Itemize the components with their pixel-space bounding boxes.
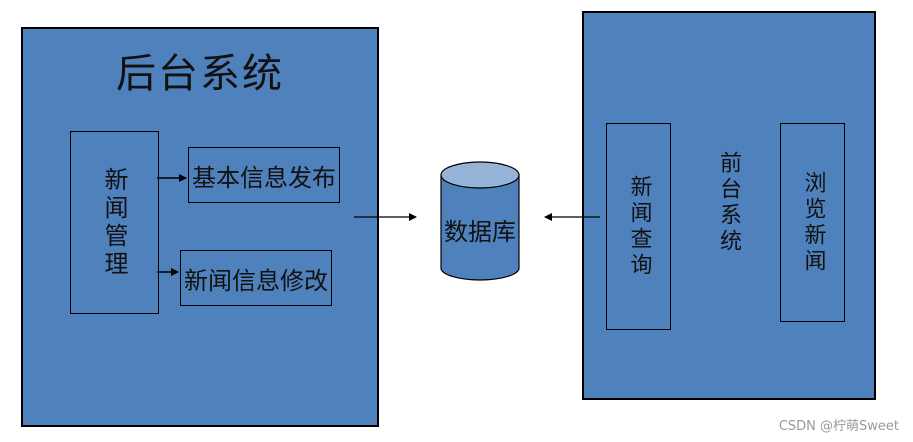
- basic-info-publish-box: 基本信息发布: [188, 147, 340, 203]
- news-query-box: 新闻查询: [606, 123, 671, 330]
- database-cylinder-icon: [440, 161, 520, 281]
- browse-news-label: 浏览新闻: [800, 170, 826, 275]
- frontend-system-panel: 新闻查询 前台系统 浏览新闻: [582, 11, 876, 400]
- watermark: CSDN @柠萌Sweet: [778, 419, 899, 434]
- backend-system-title: 后台系统: [116, 51, 284, 97]
- news-query-label: 新闻查询: [626, 174, 652, 279]
- news-management-label: 新闻管理: [100, 166, 128, 279]
- database-label: 数据库: [444, 218, 516, 246]
- browse-news-box: 浏览新闻: [780, 123, 845, 322]
- frontend-system-title: 前台系统: [716, 151, 741, 255]
- news-info-modify-box: 新闻信息修改: [180, 250, 332, 306]
- news-management-box: 新闻管理: [70, 131, 159, 314]
- backend-system-panel: 后台系统 新闻管理 基本信息发布 新闻信息修改: [21, 27, 379, 427]
- news-info-modify-label: 新闻信息修改: [184, 266, 328, 295]
- basic-info-publish-label: 基本信息发布: [192, 163, 336, 192]
